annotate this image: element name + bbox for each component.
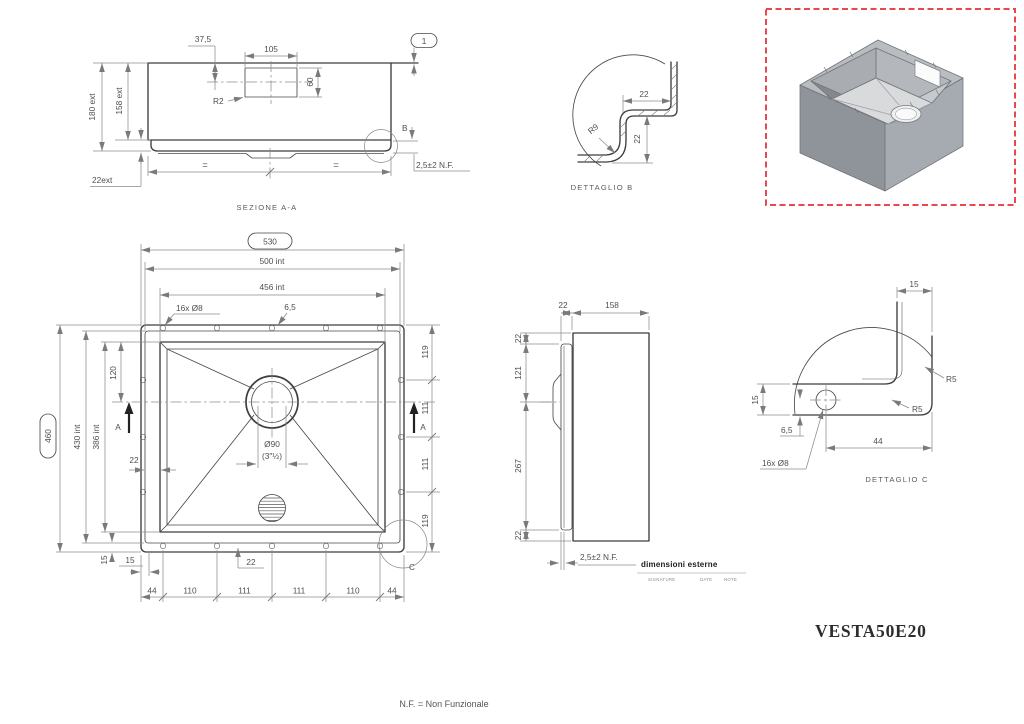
dim-label-side-nf: 2,5±2 N.F. [580, 552, 618, 562]
holes-callout: 16x Ø8 [176, 303, 203, 313]
mounting-holes [140, 324, 404, 549]
dim-label-120: 120 [108, 366, 118, 380]
dim-label-22-left: 22 [129, 455, 139, 465]
chain-side-121: 121 [513, 366, 523, 380]
balloon-460: 460 [43, 429, 53, 443]
dim-label-456int: 456 int [260, 282, 286, 292]
dim-label-15-vert: 15 [99, 555, 109, 565]
knockout-circle [258, 494, 286, 522]
dim-label-15-left: 15 [750, 395, 760, 405]
radius-label-r9: R9 [586, 121, 601, 136]
red-dashed-frame [765, 8, 1016, 206]
titleblock-heading: dimensioni esterne [641, 560, 718, 569]
titleblock-date: DATE [700, 577, 712, 582]
titleblock-note: NOTE [724, 577, 737, 582]
dim-label-22-top: 22 [558, 300, 568, 310]
balloon-label: 1 [422, 36, 427, 46]
dim-label-60: 60 [305, 77, 315, 87]
chain-bottom-44-left: 44 [147, 586, 157, 596]
chain-right-111-upper: 111 [420, 401, 430, 414]
thickness-balloon: 1 [410, 33, 438, 76]
chain-bottom-110-right: 110 [346, 586, 360, 596]
radius-label-r2: R2 [213, 96, 224, 106]
detail-circle-b [364, 129, 398, 163]
iso-sink [799, 39, 964, 192]
titleblock-signature: SIGNATURE [648, 577, 675, 582]
dim-label-430int: 430 int [72, 424, 82, 450]
side-geometry [540, 332, 650, 542]
drain-inches-label: (3"½) [262, 451, 282, 461]
section-arrow-a-left-icon: A [115, 402, 134, 433]
dim-label-22-height: 22 [632, 134, 642, 144]
detail-circle-c [378, 519, 428, 569]
footnote: N.F. = Non Funzionale [399, 699, 488, 709]
chain-side-22-bottom: 22 [513, 531, 523, 541]
section-arrow-a-right-icon: A [409, 402, 426, 433]
section-aa-view: 37,5 105 60 R2 1 180 ext 158 e [87, 33, 470, 212]
radius-label-r5-lower: R5 [912, 404, 923, 414]
detail-b-hatching [583, 63, 678, 163]
detail-b-dimensions: 22 22 R9 [586, 89, 671, 164]
drawing-code: VESTA50E20 [815, 621, 927, 641]
dim-label-nf: 2,5±2 N.F. [416, 160, 454, 170]
dim-label-22ext: 22ext [92, 175, 113, 185]
dim-label-158: 158 [605, 300, 619, 310]
chain-bottom-111-right: 111 [293, 586, 306, 596]
dim-label-500int: 500 int [260, 256, 286, 266]
equal-mark-right: = [333, 160, 339, 171]
wall-cutout-3d [914, 59, 941, 88]
chain-bottom-44-right: 44 [387, 586, 397, 596]
dim-label-37-5: 37,5 [195, 34, 212, 44]
dim-label-105: 105 [264, 44, 278, 54]
dim-label-22-width: 22 [639, 89, 649, 99]
drain-diameter-label: Ø90 [264, 439, 280, 449]
chain-side-267: 267 [513, 459, 523, 473]
height-balloon [39, 413, 57, 459]
side-dimensions: 22 158 22 121 267 22 2,5±2 N.F. [513, 300, 650, 570]
section-aa-dimensions: 37,5 105 60 R2 1 180 ext 158 e [87, 33, 470, 187]
detail-b-view: 22 22 R9 DETTAGLIO B [571, 54, 678, 192]
plan-view: 530 500 int 456 int 16x Ø8 6,5 460 430 i… [39, 232, 440, 602]
side-view: 22 158 22 121 267 22 2,5±2 N.F. [513, 300, 650, 570]
dim-label-158ext: 158 ext [114, 87, 124, 115]
dim-label-22-bottom: 22 [246, 557, 256, 567]
plan-dimensions: 530 500 int 456 int 16x Ø8 6,5 460 430 i… [39, 232, 440, 602]
detail-marker-b: B [402, 123, 408, 133]
dim-label-386int: 386 int [91, 424, 101, 450]
plan-geometry [112, 324, 436, 553]
detail-marker-c: C [409, 562, 415, 572]
detail-b-caption: DETTAGLIO B [571, 183, 634, 192]
dim-label-180ext: 180 ext [87, 93, 97, 121]
section-letter-a-right: A [420, 422, 426, 432]
iso-3d-view [765, 8, 1016, 206]
chain-right-111-lower: 111 [420, 457, 430, 470]
section-aa-geometry [147, 61, 419, 181]
dim-label-6-5: 6,5 [781, 425, 793, 435]
detail-b-boundary-arc [572, 54, 666, 167]
dim-label-15-horiz: 15 [125, 555, 135, 565]
chain-bottom-111-left: 111 [238, 586, 251, 596]
chain-right-119-bottom: 119 [420, 514, 430, 528]
dim-label-15-top: 15 [909, 279, 919, 289]
chain-bottom-110-left: 110 [183, 586, 197, 596]
width-balloon [247, 232, 293, 250]
detail-c-caption: DETTAGLIO C [865, 475, 928, 484]
dim-label-44: 44 [873, 436, 883, 446]
section-letter-a-left: A [115, 422, 121, 432]
equal-mark-left: = [202, 160, 208, 171]
radius-label-r5-upper: R5 [946, 374, 957, 384]
title-block: dimensioni esterne SIGNATURE DATE NOTE [637, 560, 746, 582]
detail-c-dimensions: 15 R5 R5 15 6,5 44 16x Ø8 [750, 279, 957, 470]
detail-c-holes-callout: 16x Ø8 [762, 458, 789, 468]
chain-side-22-top: 22 [513, 334, 523, 344]
detail-c-boundary-arc [794, 327, 933, 415]
section-aa-caption: SEZIONE A-A [237, 203, 298, 212]
dim-label-6-5-top: 6,5 [284, 302, 296, 312]
chain-right-119-top: 119 [420, 345, 430, 359]
detail-c-view: 15 R5 R5 15 6,5 44 16x Ø8 DETTAGLIO C [750, 279, 957, 484]
balloon-530: 530 [263, 237, 277, 247]
